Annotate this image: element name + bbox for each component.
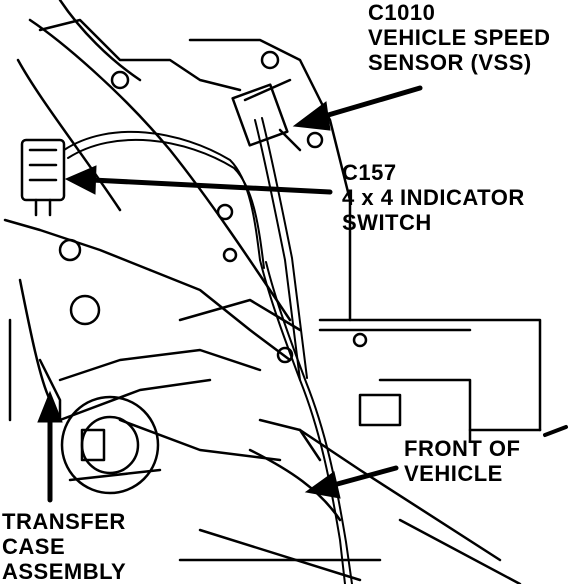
output-shaft xyxy=(58,378,212,495)
indicator-switch-arrow xyxy=(64,165,333,195)
switch-connector-id: C157 xyxy=(342,160,397,185)
vss-sensor-body xyxy=(231,78,302,152)
transfer-case-label: TRANSFER CASE ASSEMBLY xyxy=(2,509,126,584)
mounting-bolts xyxy=(58,50,368,364)
vss-connector-id: C1010 xyxy=(368,0,436,25)
front-of-vehicle-label: FRONT OF VEHICLE xyxy=(404,436,520,486)
vss-name-line-2: SENSOR (VSS) xyxy=(368,50,532,75)
front-tick-mark xyxy=(543,425,568,437)
housing-outline xyxy=(3,0,542,584)
switch-name-line-2: SWITCH xyxy=(342,210,432,235)
wiring-harness xyxy=(63,117,353,584)
front-of-vehicle-arrow xyxy=(304,465,399,499)
bracket-details xyxy=(38,298,402,462)
callout-arrows xyxy=(37,85,568,503)
vss-arrow xyxy=(292,85,423,131)
transfer-line-3: ASSEMBLY xyxy=(2,559,127,584)
vss-name-line-1: VEHICLE SPEED xyxy=(368,25,551,50)
front-line-2: VEHICLE xyxy=(404,461,503,486)
transfer-line-1: TRANSFER xyxy=(2,509,126,534)
switch-name-line-1: 4 x 4 INDICATOR xyxy=(342,185,525,210)
indicator-switch-callout-label: C157 4 x 4 INDICATOR SWITCH xyxy=(342,160,525,235)
vss-callout-label: C1010 VEHICLE SPEED SENSOR (VSS) xyxy=(368,0,551,75)
indicator-switch-connector xyxy=(20,138,66,217)
front-line-1: FRONT OF xyxy=(404,436,521,461)
transfer-line-2: CASE xyxy=(2,534,66,559)
transfer-case-arrow xyxy=(37,390,63,503)
